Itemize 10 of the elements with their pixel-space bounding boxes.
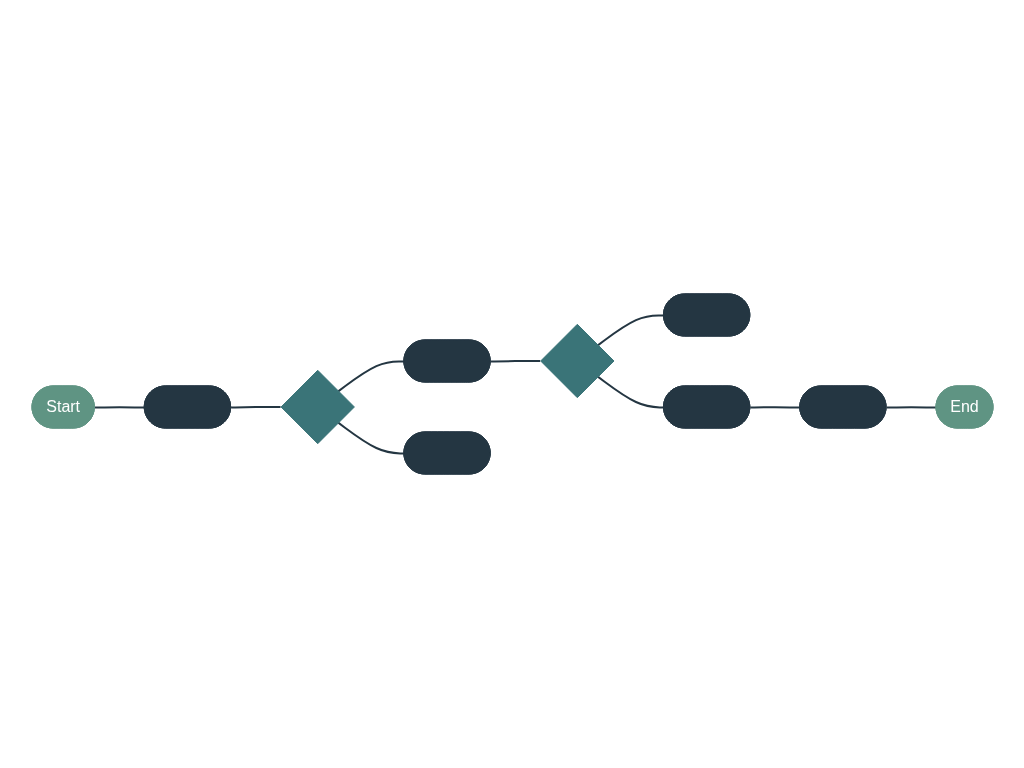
node-diamond — [280, 369, 355, 445]
connector — [336, 421, 405, 455]
connector — [489, 360, 541, 363]
connector — [748, 406, 801, 409]
node-diamond — [539, 323, 614, 399]
connector — [596, 375, 665, 409]
connector — [229, 406, 282, 409]
connector — [596, 314, 665, 347]
connector — [885, 406, 937, 409]
connector — [336, 360, 405, 393]
